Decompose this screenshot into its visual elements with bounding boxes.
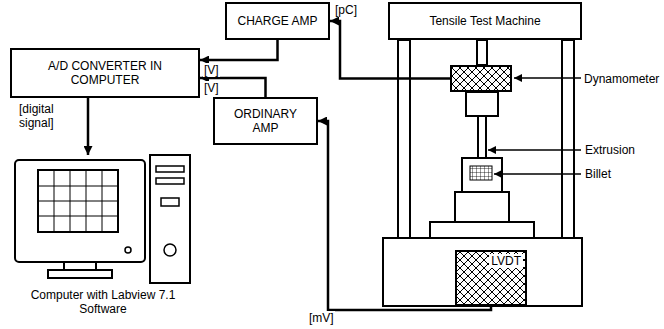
- punch-holder: [466, 92, 498, 116]
- billet-block: [470, 166, 492, 180]
- node-text: A/D CONVERTER IN COMPUTER: [40, 59, 170, 87]
- converter-box: A/D CONVERTER IN COMPUTER: [10, 48, 200, 98]
- part-label: Extrusion: [584, 143, 636, 157]
- machine-base: [383, 238, 582, 306]
- machine-column: [398, 40, 410, 238]
- extrusion-die: [462, 158, 502, 192]
- computer-illustration: [15, 155, 190, 283]
- dynamometer-block: Dynamometer: [450, 65, 512, 92]
- signal-unit: [pC]: [334, 3, 358, 17]
- lvdt-block: LVDT: [455, 250, 527, 306]
- machine-platen: [430, 222, 534, 238]
- signal-unit: [mV]: [308, 311, 335, 325]
- node-text: CHARGE AMP: [237, 14, 317, 28]
- signal-unit: [V]: [203, 81, 220, 95]
- drive-slot: [156, 166, 184, 172]
- drive-slot: [161, 198, 179, 206]
- signal-wire: [318, 121, 491, 310]
- node-text: Computer with Labview 7.1 Software: [12, 288, 194, 316]
- signal-unit: [V]: [203, 63, 220, 77]
- monitor-screen: [38, 170, 118, 232]
- monitor-stand: [64, 262, 96, 270]
- leader-line: [514, 77, 581, 79]
- lvdt-hatch: [455, 250, 527, 306]
- monitor-base: [48, 270, 112, 278]
- drive-slot: [156, 178, 184, 184]
- machine-column: [562, 40, 574, 238]
- signal-wire: [200, 40, 278, 60]
- dynamometer-hatch: [450, 65, 512, 92]
- leader-line: [494, 173, 581, 175]
- leader-line: [488, 149, 581, 151]
- amplifier-box: CHARGE AMP: [225, 2, 330, 40]
- node-text: ORDINARY AMP: [231, 107, 301, 135]
- signal-unit: [digital signal]: [18, 102, 78, 130]
- crosshead-box: Tensile Test Machine: [388, 2, 582, 40]
- monitor-button: [125, 247, 131, 253]
- node-text: Tensile Test Machine: [429, 14, 540, 28]
- power-button: [164, 244, 176, 256]
- amplifier-box: ORDINARY AMP: [213, 97, 318, 145]
- signal-wire: [87, 98, 90, 155]
- load-shaft: [477, 40, 487, 65]
- computer-tower: [150, 155, 190, 283]
- computer-icon: Computer with Labview 7.1 Software: [12, 155, 194, 327]
- extrusion-rod: [478, 116, 486, 158]
- screen-grid: [38, 170, 118, 232]
- node-text: LVDT: [489, 254, 523, 268]
- part-label: Billet: [584, 167, 612, 181]
- die-pedestal: [455, 192, 509, 222]
- monitor-case: [15, 160, 145, 262]
- node-text: Dynamometer: [584, 72, 659, 86]
- signal-wire: [200, 78, 266, 97]
